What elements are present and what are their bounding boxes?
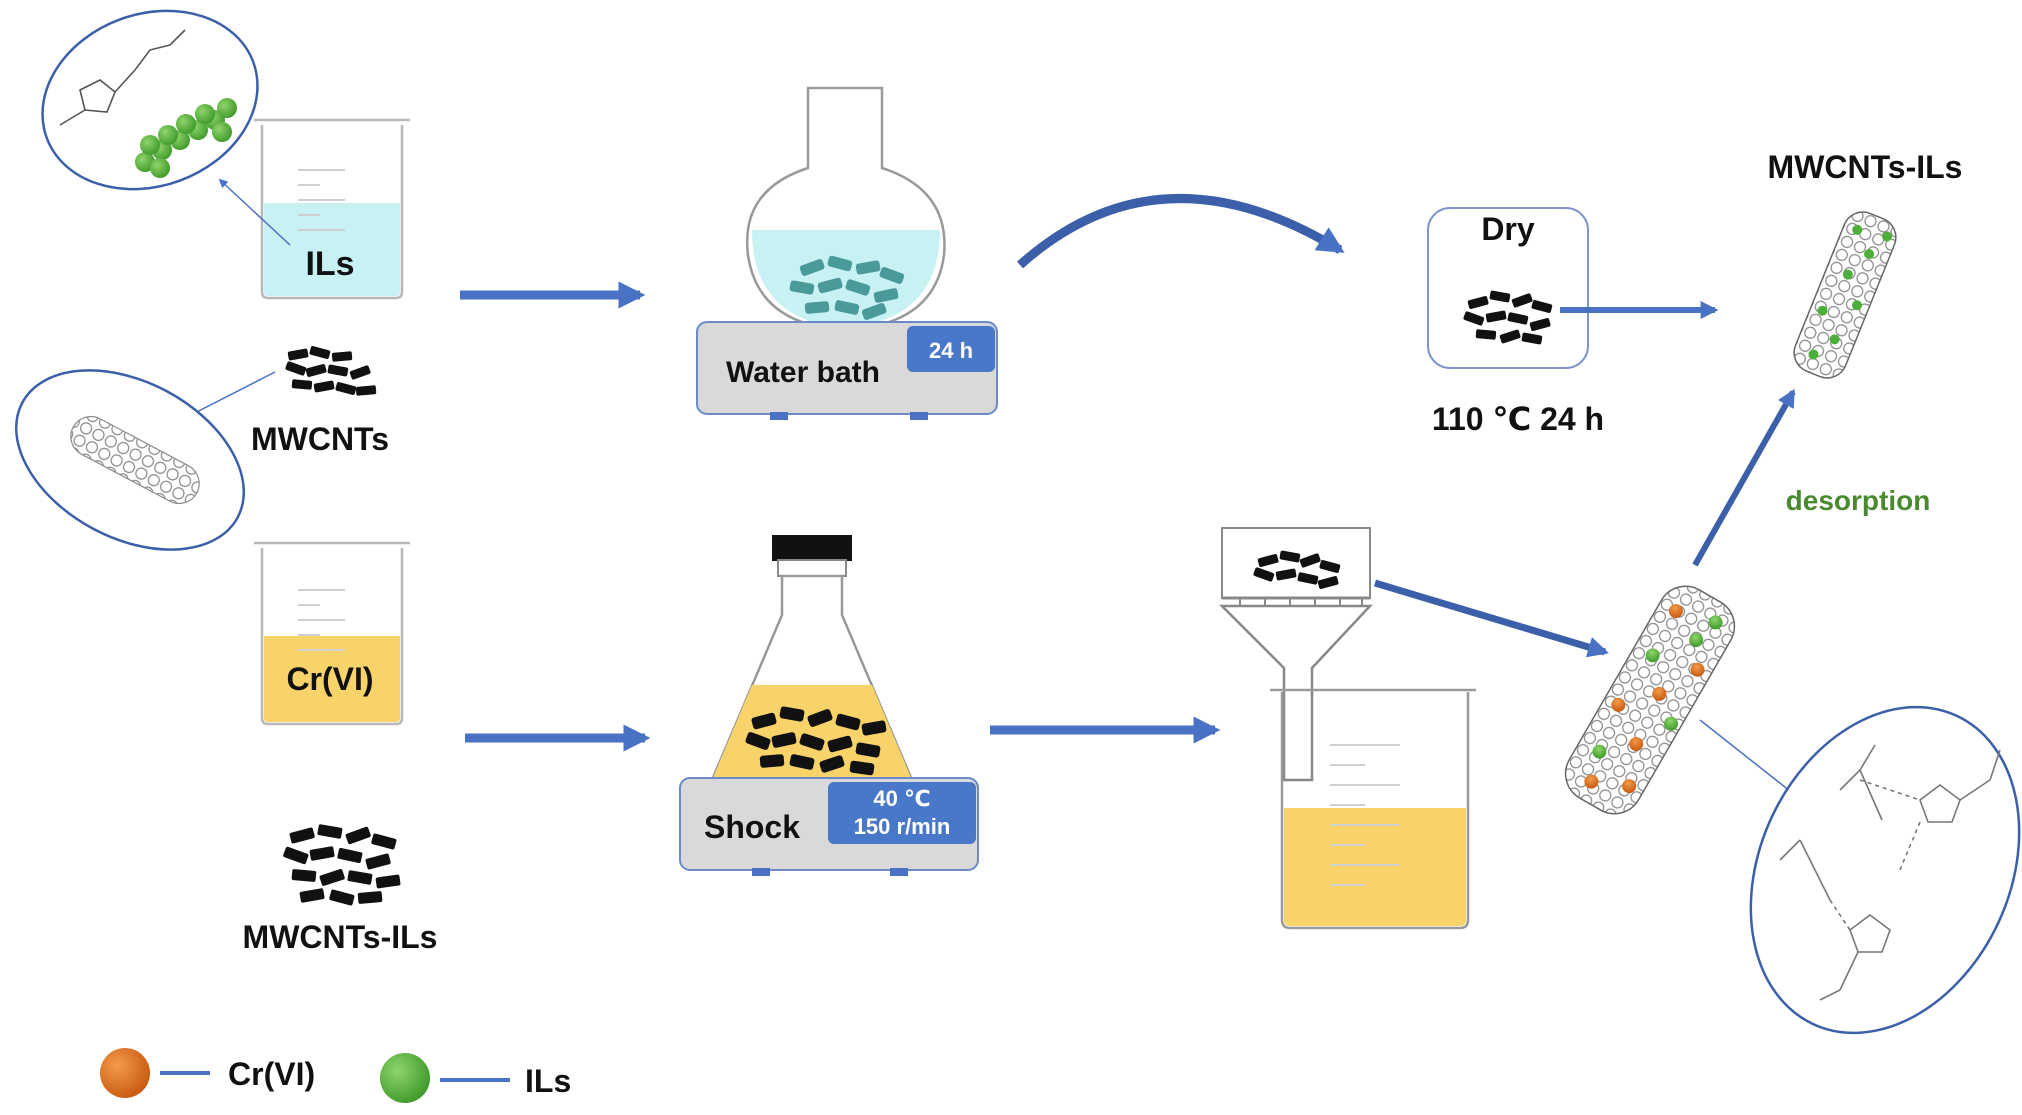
shock-plate: Shock 40 ℃ 150 r/min <box>679 777 979 876</box>
mwcnts-ils-product-tube <box>1793 211 1897 379</box>
crvi-beaker-label: Cr(VI) <box>286 661 373 697</box>
dry-conditions-label: 110 ℃ 24 h <box>1432 401 1604 437</box>
adsorption-mechanism-ellipse <box>1749 705 2021 1035</box>
loaded-nanotube <box>1564 585 1736 815</box>
mwcnts-ils-bottom-label: MWCNTs-ILs <box>243 919 438 955</box>
mwcnts-label: MWCNTs <box>251 421 389 457</box>
legend-ils-label: ILs <box>525 1063 571 1099</box>
legend-item-ils: ILs <box>380 1053 571 1103</box>
ils-beaker: ILs <box>254 118 410 300</box>
water-bath-time-label: 24 h <box>929 338 973 363</box>
arrow-filter-to-loaded-tube <box>1373 579 1610 658</box>
filter-funnel <box>1218 527 1373 782</box>
shock-speed-label: 150 r/min <box>854 814 951 839</box>
erlenmeyer-flask <box>710 535 914 782</box>
mwcnts-pointer-arrow <box>183 371 276 419</box>
ils-green-particles <box>135 98 237 178</box>
legend-item-crvi: Cr(VI) <box>100 1048 315 1098</box>
legend-ils-swatch <box>380 1053 430 1103</box>
loaded-tube-pointer-arrow <box>1699 719 1797 797</box>
desorption-label: desorption <box>1786 485 1931 516</box>
shock-temp-label: 40 ℃ <box>873 786 930 811</box>
mwcnts-ils-pile <box>283 824 401 906</box>
ils-molecule-ellipse <box>41 9 259 191</box>
mwcnts-pile <box>285 345 377 396</box>
legend-crvi-swatch <box>100 1048 150 1098</box>
arrow-desorption <box>1692 388 1796 567</box>
mwcnts-ils-top-label: MWCNTs-ILs <box>1768 149 1963 185</box>
ionic-liquid-structure <box>59 29 186 126</box>
legend: Cr(VI) ILs <box>100 1048 571 1103</box>
arrow-water-bath-to-dry <box>1017 194 1345 269</box>
water-bath-plate: Water bath 24 h <box>696 321 998 420</box>
nanotube-ellipse <box>14 369 246 551</box>
crvi-beaker: Cr(VI) <box>254 541 410 726</box>
dry-box: Dry <box>1427 207 1589 369</box>
water-bath-label: Water bath <box>726 356 880 389</box>
dry-label: Dry <box>1481 211 1535 247</box>
shock-label: Shock <box>704 809 800 845</box>
round-bottom-flask <box>745 86 946 332</box>
collecting-beaker <box>1270 688 1476 930</box>
ils-beaker-label: ILs <box>305 245 354 283</box>
legend-crvi-label: Cr(VI) <box>228 1056 315 1092</box>
ils-pointer-arrow <box>218 178 291 246</box>
